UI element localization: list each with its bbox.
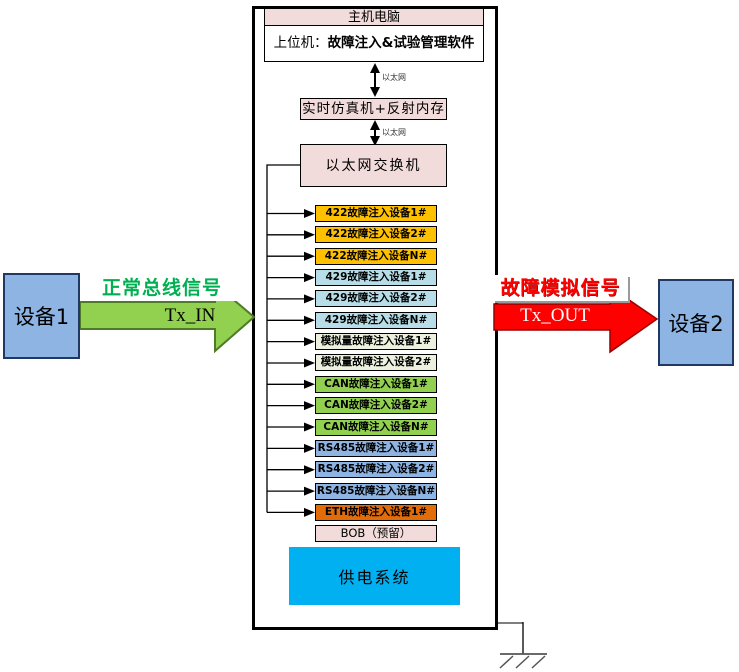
fault-injection-device-box: CAN故障注入设备2#: [315, 397, 437, 415]
fault-injection-device-box: 429故障注入设备N#: [315, 311, 437, 329]
ethernet-switch-box: 以太网交换机: [300, 144, 447, 187]
fault-injection-device-box: 模拟量故障注入设备1#: [315, 333, 437, 351]
fault-injection-device-box: 422故障注入设备1#: [315, 205, 437, 222]
bob-reserved-box: BOB（预留）: [315, 525, 437, 543]
power-supply-box: 供电系统: [289, 547, 460, 605]
ground-symbol: [498, 622, 547, 669]
fault-injection-device-box: 422故障注入设备2#: [315, 226, 437, 244]
realtime-simulator-box: 实时仿真机+反射内存: [300, 98, 447, 120]
fault-injection-device-box: CAN故障注入设备1#: [315, 375, 437, 393]
upper-machine-label: 上位机：: [273, 35, 328, 51]
fault-injection-device-box: 429故障注入设备1#: [315, 269, 437, 287]
fault-injection-device-box: 429故障注入设备2#: [315, 290, 437, 308]
output-signal-title: 故障模拟信号: [493, 275, 628, 301]
fault-injection-device-box: 422故障注入设备N#: [315, 247, 437, 265]
upper-machine-software-box: 上位机：故障注入&试验管理软件: [264, 25, 484, 62]
fault-injection-device-box: RS485故障注入设备2#: [315, 461, 437, 479]
fault-injection-device-box: 模拟量故障注入设备2#: [315, 354, 437, 372]
device-2-box: 设备2: [658, 279, 734, 366]
output-signal-name: Tx_OUT: [520, 305, 590, 326]
fault-injection-device-box: RS485故障注入设备N#: [315, 482, 437, 500]
fault-injection-device-box: ETH故障注入设备1#: [315, 503, 437, 521]
fault-injection-device-box: RS485故障注入设备1#: [315, 439, 437, 457]
input-signal-name: Tx_IN: [164, 305, 216, 326]
host-computer-header: 主机电脑: [264, 8, 484, 26]
device-1-box: 设备1: [3, 273, 80, 359]
ethernet-link-label-bottom: 以太网: [382, 128, 406, 137]
software-name-label: 故障注入&试验管理软件: [327, 35, 475, 51]
input-signal-title: 正常总线信号: [86, 275, 238, 301]
fault-injection-device-box: CAN故障注入设备N#: [315, 418, 437, 436]
ethernet-link-label-top: 以太网: [382, 73, 406, 82]
